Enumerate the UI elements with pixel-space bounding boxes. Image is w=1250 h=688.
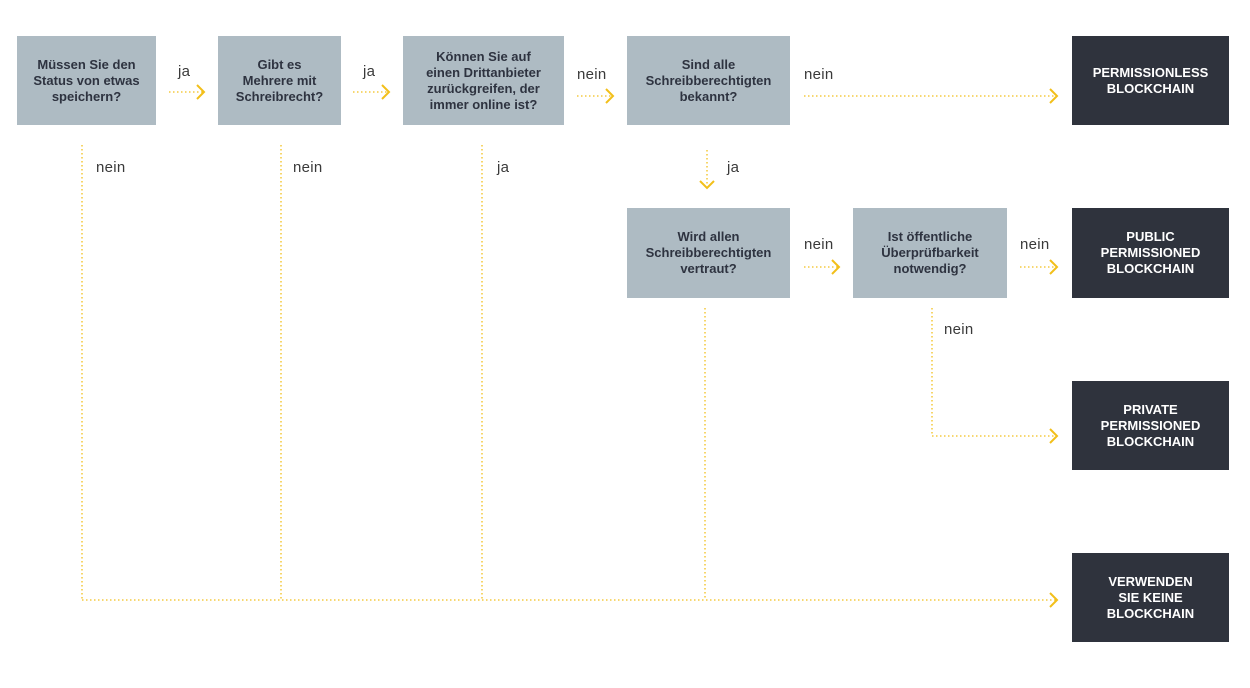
- arrow-q6-r3: [1049, 428, 1059, 444]
- question-writers-known: Sind alle Schreibberechtigten bekannt?: [627, 36, 790, 125]
- question-writers-trusted: Wird allen Schreibberechtigten vertraut?: [627, 208, 790, 298]
- arrow-q5-q6: [831, 259, 841, 275]
- result-public-permissioned-blockchain: PUBLIC PERMISSIONED BLOCKCHAIN: [1072, 208, 1229, 298]
- arrow-q2-q3: [381, 84, 391, 100]
- question-public-verifiability: Ist öffentliche Überprüfbarkeit notwendi…: [853, 208, 1007, 298]
- edge-label-q2-q3: ja: [363, 63, 376, 80]
- arrow-bottom-r4: [1049, 592, 1059, 608]
- question-multiple-writers: Gibt es Mehrere mit Schreibrecht?: [218, 36, 341, 125]
- result-permissionless-blockchain: PERMISSIONLESS BLOCKCHAIN: [1072, 36, 1229, 125]
- arrow-q4-q5: [699, 180, 715, 190]
- edge-label-q4-r1: nein: [804, 66, 834, 83]
- result-no-blockchain: VERWENDEN SIE KEINE BLOCKCHAIN: [1072, 553, 1229, 642]
- edge-label-q1-q2: ja: [178, 63, 191, 80]
- line-q6-r3: [931, 308, 1056, 437]
- edge-label-q1-down: nein: [96, 159, 126, 176]
- arrow-q4-r1: [1049, 88, 1059, 104]
- arrow-q6-r2: [1049, 259, 1059, 275]
- edge-label-q5-q6: nein: [804, 236, 834, 253]
- edge-label-q3-down: ja: [497, 159, 510, 176]
- edge-label-q2-down: nein: [293, 159, 323, 176]
- question-store-state: Müssen Sie den Status von etwas speicher…: [17, 36, 156, 125]
- edge-label-q6-r2: nein: [1020, 236, 1050, 253]
- question-trusted-third-party: Können Sie auf einen Drittanbieter zurüc…: [403, 36, 564, 125]
- edge-label-q4-q5: ja: [727, 159, 740, 176]
- arrow-q3-q4: [605, 88, 615, 104]
- edge-label-q3-q4: nein: [577, 66, 607, 83]
- edge-label-q6-r3: nein: [944, 321, 974, 338]
- result-private-permissioned-blockchain: PRIVATE PERMISSIONED BLOCKCHAIN: [1072, 381, 1229, 470]
- arrow-q1-q2: [196, 84, 206, 100]
